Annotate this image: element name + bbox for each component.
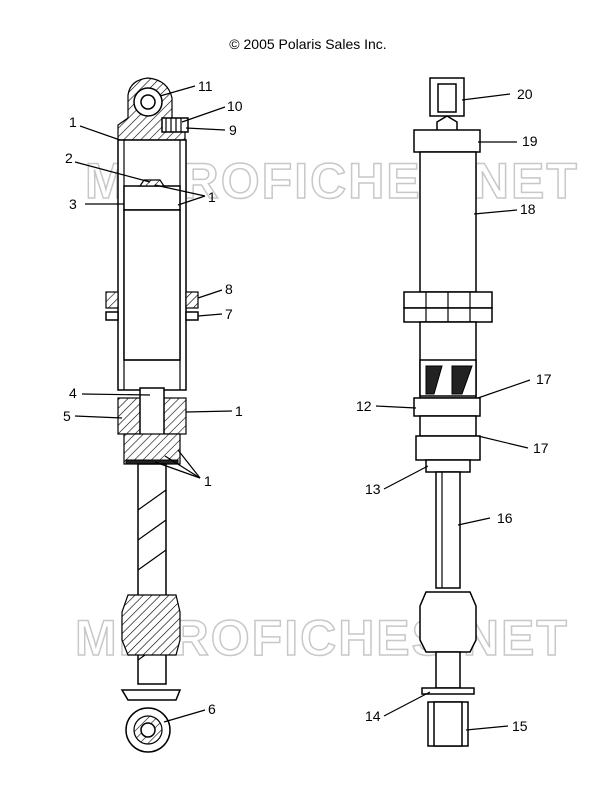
left-shock-cutaway xyxy=(105,77,199,753)
callout-10: 10 xyxy=(227,98,243,114)
callout-12: 12 xyxy=(356,398,372,414)
right-shock-assembled xyxy=(403,77,493,747)
callout-16: 16 xyxy=(497,510,513,526)
callout-19: 19 xyxy=(522,133,538,149)
callout-14: 14 xyxy=(365,708,381,724)
callout-1-mid: 1 xyxy=(235,403,243,419)
callout-20: 20 xyxy=(517,86,533,102)
leader-lines xyxy=(74,85,531,731)
callout-9: 9 xyxy=(229,122,237,138)
callout-17-lower: 17 xyxy=(533,440,549,456)
callout-11: 11 xyxy=(198,78,213,94)
callout-7: 7 xyxy=(225,306,233,322)
callout-1-piston: 1 xyxy=(208,189,216,205)
callout-3: 3 xyxy=(69,196,77,212)
copyright-notice: © 2005 Polaris Sales Inc. xyxy=(229,36,387,52)
callout-4: 4 xyxy=(69,385,77,401)
callout-1-top: 1 xyxy=(69,114,77,130)
callout-8: 8 xyxy=(225,281,233,297)
callout-13: 13 xyxy=(365,481,381,497)
callout-6: 6 xyxy=(208,701,216,717)
callout-1-lower: 1 xyxy=(204,473,212,489)
callout-17-upper: 17 xyxy=(536,371,552,387)
callout-18: 18 xyxy=(520,201,536,217)
callout-5: 5 xyxy=(63,408,71,424)
callout-numbers: 11 10 9 1 2 1 3 8 7 4 1 5 1 6 20 19 18 1… xyxy=(63,78,552,734)
callout-2: 2 xyxy=(65,150,73,166)
callout-15: 15 xyxy=(512,718,528,734)
